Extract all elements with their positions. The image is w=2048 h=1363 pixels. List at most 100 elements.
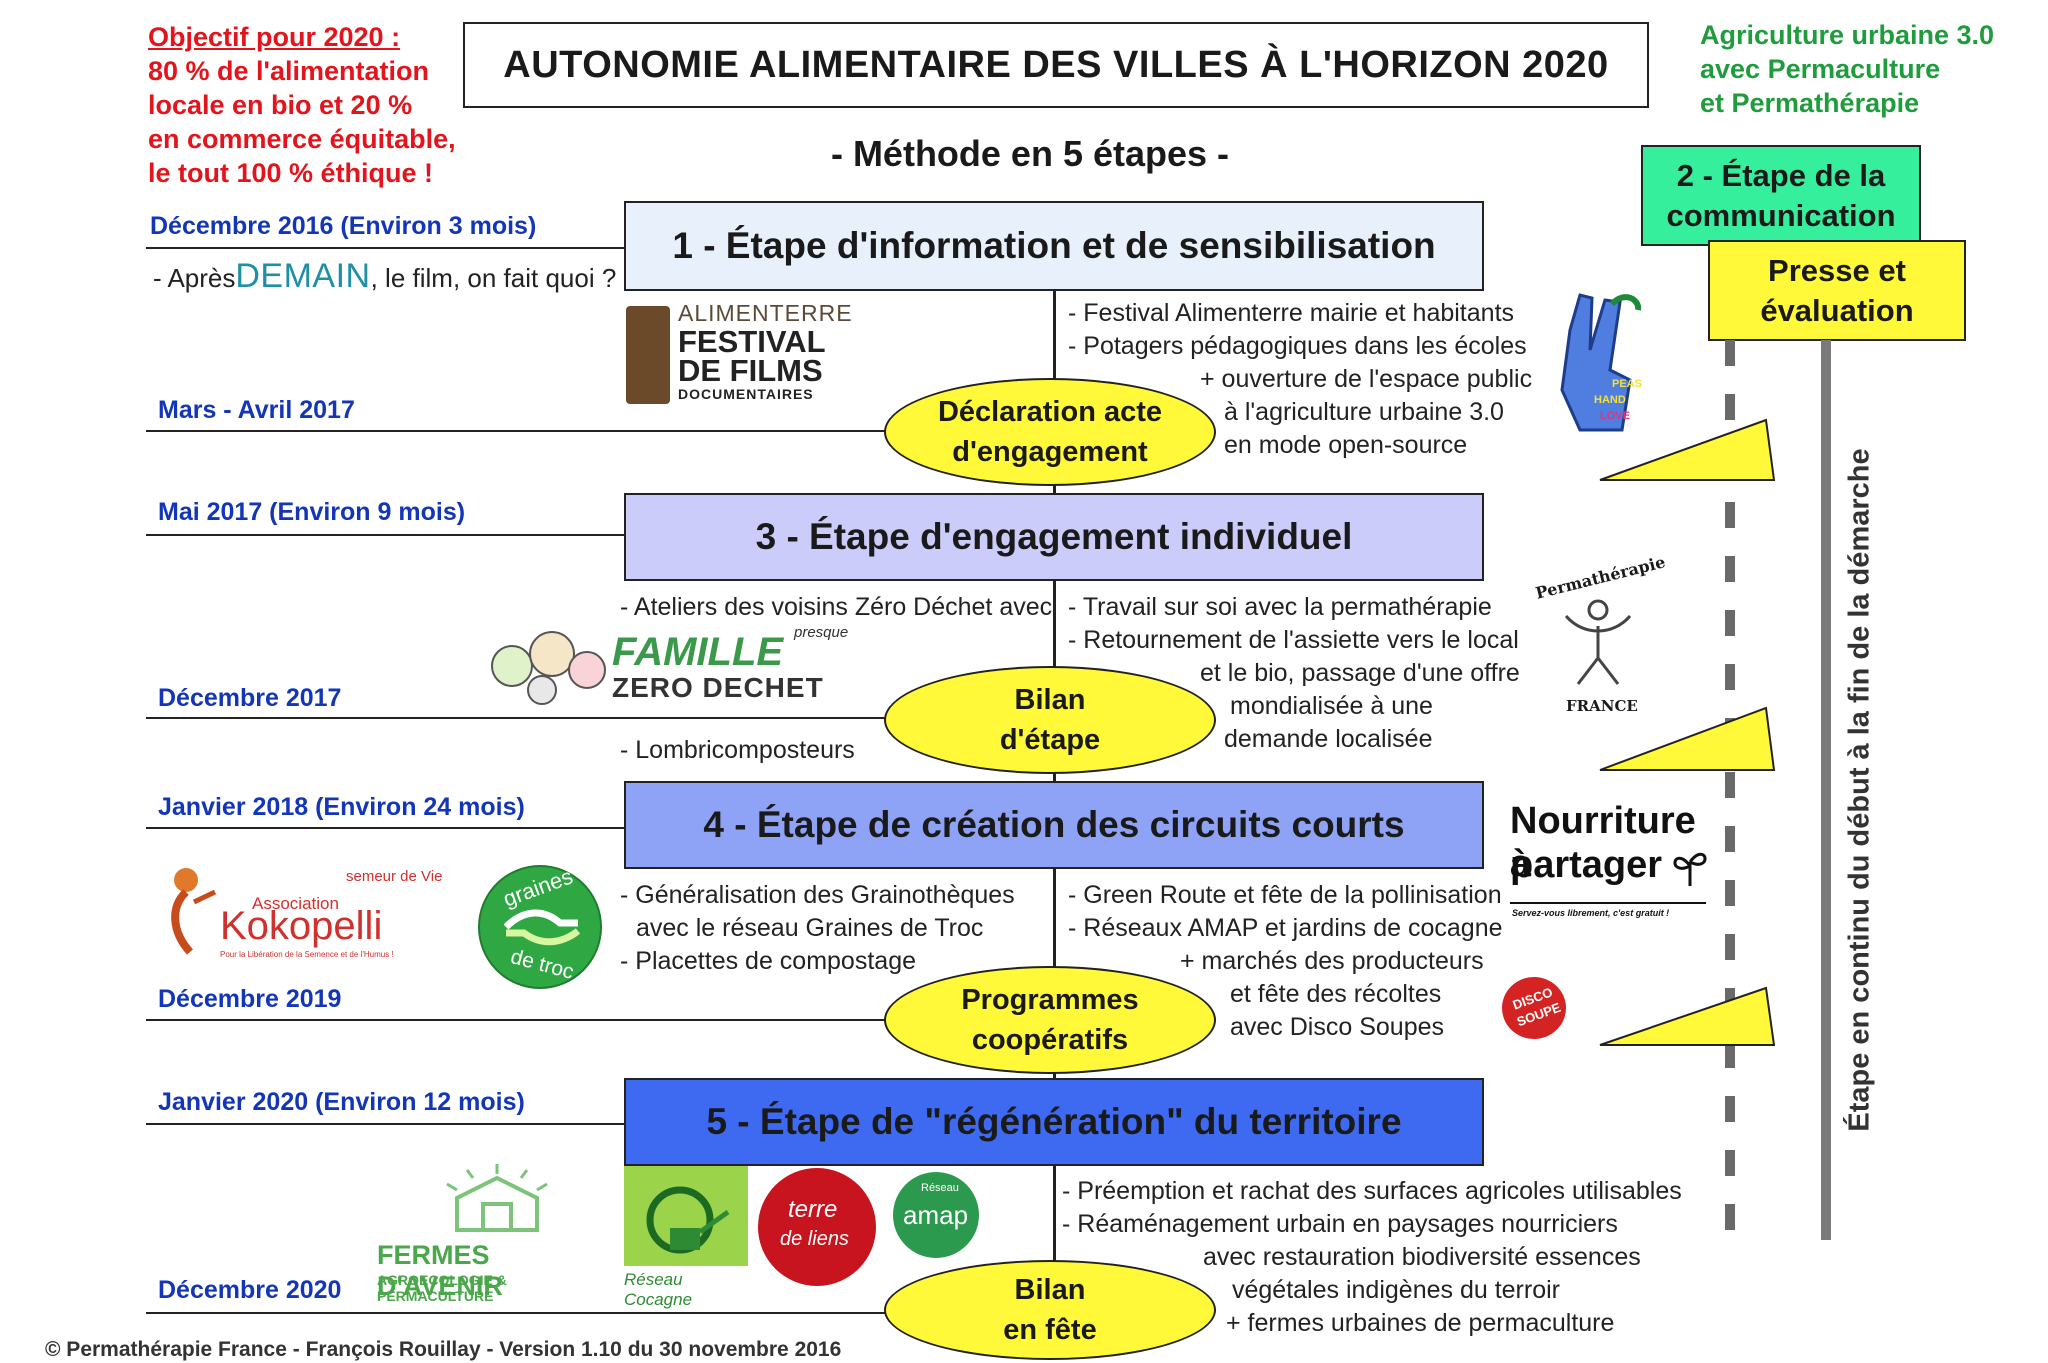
stage-4-right-line: et fête des récoltes (1230, 980, 1442, 1008)
continuous-stage-label: Étape en continu du début à la fin de la… (1830, 430, 1890, 1150)
goal-line: en commerce équitable, (148, 124, 456, 154)
stage-4-left-line: - Placettes de compostage (620, 947, 916, 975)
logo-text: Pour la Libération de la Semence et de l… (220, 950, 394, 959)
stage-3-right-line: et le bio, passage d'une offre (1200, 659, 1520, 687)
stage-5-right-line: végétales indigènes du terroir (1232, 1276, 1560, 1304)
permatherapie-logo: Permathérapie FRANCE (1530, 552, 1668, 720)
logo-text: PEAS (1612, 378, 1642, 390)
milestone-line: Déclaration acte (937, 396, 1163, 428)
stage-1-right-line: en mode open-source (1224, 431, 1468, 459)
timeline-divider (146, 717, 886, 719)
stage-5-right-line: - Réaménagement urbain en paysages nourr… (1062, 1210, 1618, 1238)
fermes-d-avenir-logo: FERMES D'AVENIR AGROECOLOGIE & PERMACULT… (377, 1160, 617, 1304)
box-line: Presse et (1768, 252, 1906, 288)
box-line: 2 - Étape de la (1676, 157, 1886, 193)
logo-text: Réseau (921, 1182, 959, 1194)
hands-icon (504, 909, 580, 946)
urban-agriculture-note: Agriculture urbaine 3.0 avec Permacultur… (1700, 18, 2040, 120)
date-label: Mai 2017 (Environ 9 mois) (158, 498, 466, 526)
timeline-divider (146, 827, 626, 829)
logo-text: de troc (508, 945, 577, 984)
stage-5-right-line: avec restauration biodiversité essences (1203, 1243, 1641, 1271)
date-label: Décembre 2017 (158, 684, 342, 712)
yellow-wedge-icon (1599, 986, 1776, 1046)
stage-4-left-line: avec le réseau Graines de Troc (636, 914, 984, 942)
date-label: Janvier 2020 (Environ 12 mois) (158, 1088, 525, 1116)
goal-line: Objectif pour 2020 : (148, 22, 401, 52)
logo-text: Nourriture à (1510, 800, 1696, 885)
yellow-wedge-icon (1599, 706, 1776, 771)
reseau-cocagne-logo: Réseau Cocagne (622, 1166, 750, 1309)
press-evaluation-box: Presse et évaluation (1708, 240, 1966, 341)
timeline-divider (146, 534, 626, 536)
stage-1-left-text: - AprèsDEMAIN, le film, on fait quoi ? (153, 257, 616, 295)
timeline-divider (146, 1123, 626, 1125)
stage-1-box: 1 - Étape d'information et de sensibilis… (624, 201, 1484, 291)
stage-3-right-line: - Travail sur soi avec la permathérapie (1068, 593, 1492, 621)
logo-text: FESTIVAL (678, 324, 826, 359)
logo-text: presque (794, 624, 849, 641)
goal-line: 80 % de l'alimentation (148, 56, 429, 86)
stage-1-right-line: à l'agriculture urbaine 3.0 (1224, 398, 1504, 426)
logo-text: LOVE (1600, 410, 1630, 422)
milestone-line: Bilan (1014, 1274, 1086, 1306)
logo-text: AGROECOLOGIE & PERMACULTURE (377, 1272, 507, 1304)
milestone-line: coopératifs (971, 1024, 1129, 1056)
side-timeline-graphics (1599, 340, 1831, 1250)
logo-text: Association (252, 894, 339, 913)
logo-text: partager (1510, 844, 1663, 886)
stage-4-box: 4 - Étape de création des circuits court… (624, 781, 1484, 869)
stage-5-box: 5 - Étape de "régénération" du territoir… (624, 1078, 1484, 1166)
date-label: Décembre 2020 (158, 1276, 342, 1304)
logo-text: amap (903, 1200, 969, 1230)
stage-5-right-line: + fermes urbaines de permaculture (1226, 1309, 1615, 1337)
kokopelli-figure-icon (171, 868, 217, 955)
stage-4-right-line: + marchés des producteurs (1180, 947, 1484, 975)
logo-text: terre (788, 1196, 838, 1223)
logo-text: FERMES D'AVENIR (377, 1240, 503, 1301)
logo-text: de liens (780, 1228, 849, 1250)
milestone-cooperative-programs: Programmes coopératifs (884, 966, 1216, 1074)
footer-credits: © Permathérapie France - François Rouill… (45, 1338, 842, 1361)
goal-line: le tout 100 % éthique ! (148, 158, 434, 188)
barn-icon (446, 1164, 548, 1232)
nourriture-a-partager-logo: Nourriture à partager Servez-vous librem… (1510, 800, 1710, 930)
milestone-line: d'étape (999, 724, 1101, 756)
human-figure-icon (1564, 599, 1632, 685)
stage-4-left-line: - Généralisation des Grainothèques (620, 881, 1015, 909)
date-label: Mars - Avril 2017 (158, 396, 355, 424)
page-title: AUTONOMIE ALIMENTAIRE DES VILLES À L'HOR… (463, 22, 1649, 108)
sprout-icon (1673, 852, 1707, 886)
graines-de-troc-logo: graines de troc (478, 863, 602, 989)
timeline-divider (146, 1312, 886, 1314)
yellow-wedge-icon (1599, 418, 1776, 481)
method-subtitle: - Méthode en 5 étapes - (830, 133, 1230, 174)
milestone-line: Bilan (1014, 684, 1086, 716)
logo-text: FRANCE (1566, 697, 1638, 715)
demain-logo: DEMAIN (235, 257, 371, 295)
stage-3-box: 3 - Étape d'engagement individuel (624, 493, 1484, 581)
popcorn-icon (626, 306, 670, 404)
date-label: Janvier 2018 (Environ 24 mois) (158, 793, 525, 821)
date-label: Décembre 2019 (158, 985, 342, 1013)
stage-4-right-line: - Réseaux AMAP et jardins de cocagne (1068, 914, 1503, 942)
logo-text: Servez-vous librement, c'est gratuit ! (1512, 908, 1670, 918)
timeline-divider (146, 247, 626, 249)
incredible-edible-logo: PEAS HAND LOVE (1550, 290, 1650, 440)
stage-3-right-line: demande localisée (1224, 725, 1433, 753)
milestone-line: en fête (1003, 1314, 1097, 1346)
logo-text: Réseau Cocagne (624, 1270, 693, 1309)
stage-1-right-line: - Potagers pédagogiques dans les écoles (1068, 332, 1527, 360)
peace-hand-icon (1560, 293, 1642, 432)
timeline-divider (146, 430, 886, 432)
stage-5-right-line: - Préemption et rachat des surfaces agri… (1062, 1177, 1682, 1205)
stage-3-left-line: - Ateliers des voisins Zéro Déchet avec (620, 593, 1053, 621)
disco-soupe-logo: DISCO SOUPE (1500, 965, 1570, 1047)
milestone-engagement-declaration: Déclaration acte d'engagement (884, 378, 1216, 486)
urban-line: Agriculture urbaine 3.0 (1700, 20, 1995, 50)
stage-4-right-line: avec Disco Soupes (1230, 1013, 1445, 1041)
logo-text: DOCUMENTAIRES (678, 386, 814, 402)
vertical-text: Étape en continu du début à la fin de la… (1843, 448, 1876, 1132)
milestone-celebration-review: Bilan en fête (884, 1260, 1216, 1360)
family-drawing-icon (491, 631, 606, 705)
